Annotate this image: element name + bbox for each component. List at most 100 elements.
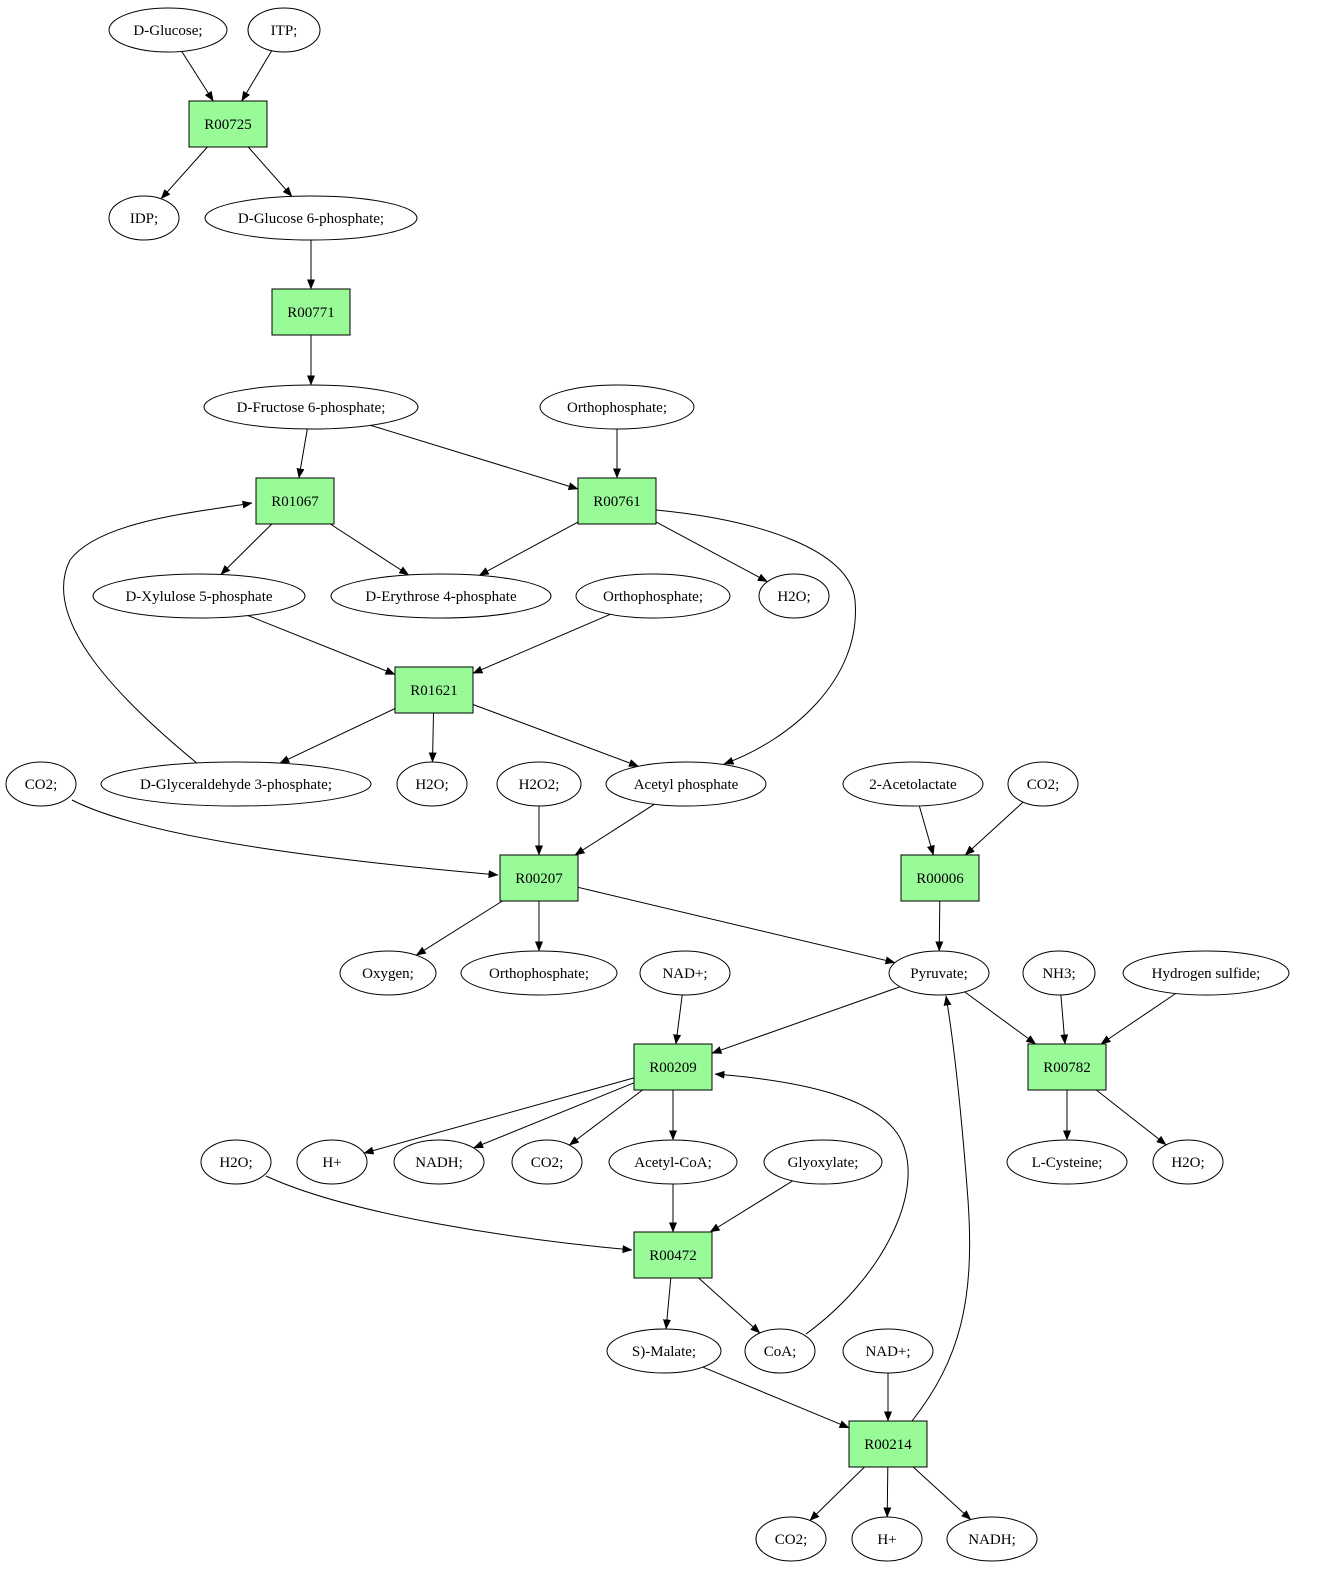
reaction-label: R00214 bbox=[864, 1437, 912, 1453]
reaction-box bbox=[633, 1043, 713, 1091]
metabolite-ellipse bbox=[460, 950, 618, 996]
edge-r00207-to-m_o2 bbox=[415, 900, 503, 956]
edge-r00214-to-m_nadh2 bbox=[912, 1466, 972, 1520]
metabolite-node-co2d[interactable]: CO2; bbox=[755, 1516, 827, 1562]
metabolite-node-h2o1[interactable]: H2O; bbox=[758, 573, 830, 619]
reaction-node-r00472[interactable]: R00472 bbox=[633, 1231, 713, 1279]
reaction-node-r00782[interactable]: R00782 bbox=[1027, 1043, 1107, 1091]
metabolite-ellipse bbox=[842, 761, 984, 807]
metabolite-label: Oxygen; bbox=[362, 966, 414, 982]
edge-r00209-to-m_nadh1 bbox=[473, 1082, 635, 1149]
reaction-node-r00006[interactable]: R00006 bbox=[900, 854, 980, 902]
metabolite-ellipse bbox=[396, 761, 468, 807]
reaction-node-r00214[interactable]: R00214 bbox=[848, 1420, 928, 1468]
metabolite-label: Glyoxylate; bbox=[788, 1155, 859, 1171]
reaction-label: R00006 bbox=[916, 871, 964, 887]
metabolite-ellipse bbox=[639, 950, 731, 996]
metabolite-ellipse bbox=[204, 195, 418, 241]
metabolite-label: CO2; bbox=[1027, 777, 1060, 793]
metabolite-node-h2s[interactable]: Hydrogen sulfide; bbox=[1122, 950, 1290, 996]
metabolite-node-h2[interactable]: H+ bbox=[851, 1516, 923, 1562]
metabolite-node-idp[interactable]: IDP; bbox=[108, 195, 180, 241]
reaction-box bbox=[394, 666, 474, 714]
metabolite-ellipse bbox=[511, 1139, 583, 1185]
metabolite-ellipse bbox=[496, 761, 582, 807]
reaction-node-r00209[interactable]: R00209 bbox=[633, 1043, 713, 1091]
metabolite-label: D-Glucose 6-phosphate; bbox=[238, 211, 384, 227]
metabolite-node-co2b[interactable]: CO2; bbox=[1007, 761, 1079, 807]
edge-r00214-to-m_h2 bbox=[883, 1466, 892, 1518]
metabolite-node-pyr[interactable]: Pyruvate; bbox=[888, 950, 990, 996]
metabolite-ellipse bbox=[1007, 761, 1079, 807]
metabolite-ellipse bbox=[1022, 950, 1096, 996]
metabolite-ellipse bbox=[296, 1139, 368, 1185]
metabolite-node-glx[interactable]: Glyoxylate; bbox=[763, 1139, 883, 1185]
reaction-node-r00207[interactable]: R00207 bbox=[499, 854, 579, 902]
edge-m_co2a-to-r00207 bbox=[71, 799, 499, 879]
reaction-label: R01067 bbox=[271, 494, 319, 510]
metabolite-node-nad2[interactable]: NAD+; bbox=[842, 1328, 934, 1374]
metabolite-node-nadh2[interactable]: NADH; bbox=[946, 1516, 1038, 1562]
metabolite-node-g6p[interactable]: D-Glucose 6-phosphate; bbox=[204, 195, 418, 241]
metabolite-node-h2o2b[interactable]: H2O2; bbox=[496, 761, 582, 807]
metabolite-node-nad1[interactable]: NAD+; bbox=[639, 950, 731, 996]
reaction-node-r01621[interactable]: R01621 bbox=[394, 666, 474, 714]
edge-m_coa-to-r00209 bbox=[714, 1070, 909, 1335]
reaction-node-r00725[interactable]: R00725 bbox=[188, 100, 268, 148]
metabolite-ellipse bbox=[575, 573, 731, 619]
edge-r00761-to-m_h2o1 bbox=[655, 521, 768, 583]
metabolite-label: D-Glucose; bbox=[133, 23, 202, 39]
edge-m_pi2-to-r01621 bbox=[472, 613, 611, 674]
reaction-box bbox=[188, 100, 268, 148]
edge-r01067-to-m_e4p bbox=[330, 523, 410, 576]
metabolite-node-h2o2[interactable]: H2O; bbox=[396, 761, 468, 807]
metabolite-node-pi1[interactable]: Orthophosphate; bbox=[539, 384, 695, 430]
metabolite-node-nh3[interactable]: NH3; bbox=[1022, 950, 1096, 996]
metabolite-node-gap[interactable]: D-Glyceraldehyde 3-phosphate; bbox=[100, 761, 372, 807]
metabolite-node-pi2[interactable]: Orthophosphate; bbox=[575, 573, 731, 619]
metabolite-node-pi3[interactable]: Orthophosphate; bbox=[460, 950, 618, 996]
edge-m_gap-to-r01067 bbox=[63, 500, 253, 765]
reaction-node-r00761[interactable]: R00761 bbox=[577, 477, 657, 525]
edge-r01621-to-m_acp bbox=[472, 704, 639, 767]
metabolite-node-acp[interactable]: Acetyl phosphate bbox=[605, 761, 767, 807]
metabolite-node-acl[interactable]: 2-Acetolactate bbox=[842, 761, 984, 807]
metabolite-node-o2[interactable]: Oxygen; bbox=[339, 950, 437, 996]
metabolite-node-x5p[interactable]: D-Xylulose 5-phosphate bbox=[92, 573, 306, 619]
edge-r00725-to-m_idp bbox=[160, 146, 208, 200]
metabolite-node-nadh1[interactable]: NADH; bbox=[393, 1139, 485, 1185]
metabolite-label: Orthophosphate; bbox=[603, 589, 703, 605]
metabolite-label: CO2; bbox=[775, 1532, 808, 1548]
metabolite-label: D-Xylulose 5-phosphate bbox=[125, 589, 272, 605]
edge-m_mal-to-r00214 bbox=[702, 1366, 850, 1429]
edge-m_acp-to-r00207 bbox=[574, 803, 655, 856]
edge-r00725-to-m_g6p bbox=[247, 146, 293, 197]
edge-m_co2b-to-r00006 bbox=[964, 801, 1024, 856]
metabolite-label: Acetyl-CoA; bbox=[634, 1155, 711, 1171]
metabolite-node-itp[interactable]: ITP; bbox=[247, 7, 321, 53]
metabolite-node-h1[interactable]: H+ bbox=[296, 1139, 368, 1185]
metabolite-node-h2o3[interactable]: H2O; bbox=[200, 1139, 272, 1185]
metabolite-node-co2a[interactable]: CO2; bbox=[5, 761, 77, 807]
reaction-label: R00725 bbox=[204, 117, 252, 133]
metabolite-ellipse bbox=[758, 573, 830, 619]
metabolite-ellipse bbox=[539, 384, 695, 430]
metabolite-ellipse bbox=[755, 1516, 827, 1562]
metabolite-node-f6p[interactable]: D-Fructose 6-phosphate; bbox=[203, 384, 419, 430]
metabolite-ellipse bbox=[606, 1328, 722, 1374]
metabolite-node-h2o4[interactable]: H2O; bbox=[1152, 1139, 1224, 1185]
metabolite-node-accoa[interactable]: Acetyl-CoA; bbox=[608, 1139, 738, 1185]
reaction-node-r00771[interactable]: R00771 bbox=[271, 288, 351, 336]
metabolite-node-coa[interactable]: CoA; bbox=[744, 1328, 816, 1374]
metabolite-node-mal[interactable]: S)-Malate; bbox=[606, 1328, 722, 1374]
reaction-box bbox=[900, 854, 980, 902]
metabolite-node-glucose[interactable]: D-Glucose; bbox=[108, 7, 228, 53]
reaction-label: R00472 bbox=[649, 1248, 697, 1264]
metabolite-node-co2c[interactable]: CO2; bbox=[511, 1139, 583, 1185]
reaction-node-r01067[interactable]: R01067 bbox=[255, 477, 335, 525]
metabolite-ellipse bbox=[1122, 950, 1290, 996]
metabolite-node-e4p[interactable]: D-Erythrose 4-phosphate bbox=[330, 573, 552, 619]
reaction-label: R01621 bbox=[410, 683, 458, 699]
metabolite-node-cys[interactable]: L-Cysteine; bbox=[1006, 1139, 1128, 1185]
